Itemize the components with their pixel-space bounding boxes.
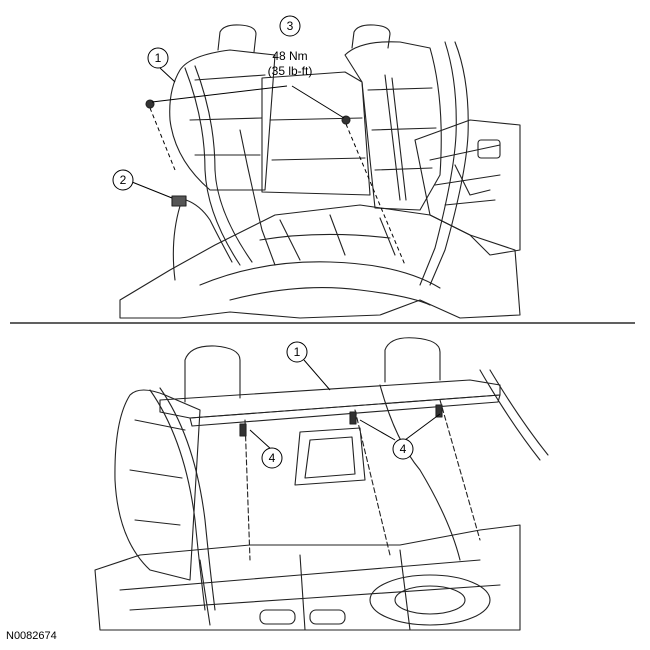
callout-top-1: 1	[147, 47, 169, 69]
top-left-seatback-inner	[189, 74, 266, 156]
top-right-seatback-inner	[367, 87, 437, 171]
top-floor-rib	[199, 261, 441, 289]
top-left-seatback	[169, 49, 276, 191]
bottom-floor-pad-1	[259, 609, 296, 625]
top-right-trim	[414, 119, 521, 256]
figure-id: N0082674	[6, 630, 57, 642]
callout-top-2: 2	[112, 169, 134, 191]
top-belt-left-2	[194, 65, 253, 263]
top-harness	[172, 199, 233, 281]
bottom-left-seatback	[114, 389, 201, 581]
top-right-headrest	[351, 24, 391, 49]
top-right-bracket	[477, 139, 501, 159]
top-floor-outline	[119, 204, 521, 319]
leader-4-left	[249, 429, 273, 451]
callout-bottom-4-left: 4	[261, 447, 283, 469]
bottom-belt-right-2	[479, 369, 541, 461]
top-connector	[171, 195, 187, 207]
bottom-floor-pad-2	[309, 609, 346, 625]
top-floor-rib-3	[259, 233, 391, 241]
leader-3-a	[151, 85, 288, 103]
leader-1-bottom	[303, 359, 331, 391]
callout-top-2-label: 2	[120, 173, 127, 187]
top-leaders	[131, 67, 406, 266]
top-belt-left	[184, 67, 241, 266]
callout-top-3: 3	[279, 15, 301, 37]
bottom-clip-1	[239, 423, 247, 437]
bottom-left-seatback-inner	[129, 419, 186, 526]
callout-top-1-label: 1	[155, 51, 162, 65]
bottom-left-headrest	[184, 345, 241, 403]
bottom-floor-ribs	[119, 549, 501, 631]
top-right-trim-detail	[429, 144, 501, 206]
top-center-seatback	[261, 71, 371, 196]
bottom-view-illustration	[94, 337, 549, 631]
callout-bottom-4-left-label: 4	[269, 451, 276, 465]
bottom-right-headrest	[384, 337, 441, 383]
top-belt-right-2	[419, 41, 457, 286]
bottom-belt-right	[489, 369, 549, 456]
leader-1-top	[159, 67, 176, 83]
top-bolt-left	[145, 99, 155, 109]
leader-4-right-b	[404, 413, 441, 441]
callout-bottom-1: 1	[286, 341, 308, 363]
callout-top-3-label: 3	[287, 19, 294, 33]
bottom-leaders	[249, 359, 441, 451]
top-belt-right	[429, 41, 469, 286]
leader-3-b	[291, 85, 345, 119]
top-right-seatback	[344, 41, 442, 211]
bottom-access-panel-inner	[304, 436, 356, 479]
top-view-illustration	[119, 24, 521, 319]
dashed-bolt-right	[345, 123, 406, 266]
torque-imperial: (35 lb-ft)	[268, 64, 313, 78]
top-center-seatback-inner	[269, 117, 366, 161]
bottom-belt-center	[379, 384, 461, 561]
top-belt-center	[239, 129, 276, 266]
top-left-headrest	[217, 24, 257, 53]
dashed-bolt-left	[149, 107, 176, 171]
bottom-top-rail-lower	[189, 394, 501, 427]
bottom-clip-3	[435, 404, 443, 418]
bottom-belt-left	[149, 389, 206, 611]
bottom-access-panel	[294, 427, 366, 486]
callout-bottom-1-label: 1	[294, 345, 301, 359]
bottom-floor-well	[369, 574, 491, 626]
torque-metric: 48 Nm	[272, 49, 307, 63]
bottom-floor-well-inner	[394, 585, 466, 615]
callout-bottom-4-right: 4	[392, 438, 414, 460]
bottom-floor-outline	[94, 524, 521, 631]
bottom-clip-2	[349, 411, 357, 425]
top-floor-cross	[279, 214, 396, 261]
bottom-belt-left-2	[159, 387, 216, 611]
top-belt-right-buckle	[384, 74, 407, 201]
leader-4-right-a	[359, 419, 396, 441]
callout-bottom-4-right-label: 4	[400, 442, 407, 456]
top-floor-rib-2	[229, 287, 431, 306]
leader-2-top	[131, 181, 173, 199]
